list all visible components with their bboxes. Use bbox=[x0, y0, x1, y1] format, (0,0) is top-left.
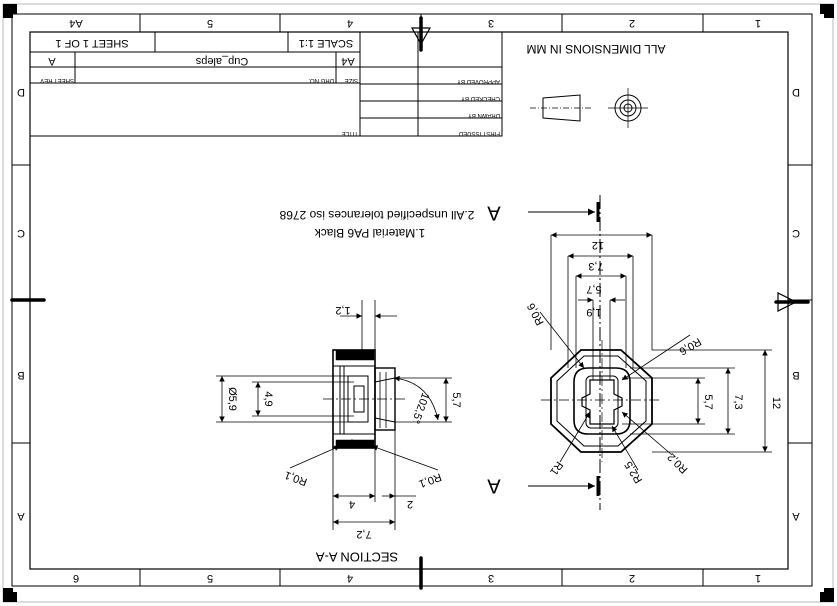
dim-label: 4,9 bbox=[262, 391, 274, 406]
drawing-name: Cup_aleps bbox=[195, 55, 248, 67]
size-label: SIZE bbox=[345, 77, 358, 83]
dim-label: 7,3 bbox=[588, 260, 603, 272]
zone-label: 1 bbox=[755, 572, 761, 584]
dim-label: 1,2 bbox=[335, 304, 350, 316]
revision-value: A bbox=[48, 55, 56, 67]
zone-label: A bbox=[17, 510, 25, 522]
zone-label: 4 bbox=[347, 572, 353, 584]
zone-label: 2 bbox=[629, 17, 635, 29]
section-letter-bottom: A bbox=[487, 475, 501, 497]
zone-label: C bbox=[792, 227, 800, 239]
zone-label: 5 bbox=[207, 17, 213, 29]
drawn-by-label: DRAWN BY bbox=[468, 112, 500, 118]
sheet-rev-label: SHEET REV bbox=[40, 77, 74, 83]
dim-label: 5,7 bbox=[586, 283, 601, 295]
dim-label: 7,2 bbox=[356, 528, 371, 540]
section-view-dimensions bbox=[216, 300, 452, 530]
dim-label: 5,7 bbox=[702, 394, 714, 409]
zone-label: 3 bbox=[488, 572, 494, 584]
section-title: SECTION A-A bbox=[316, 550, 399, 565]
dim-label: 2 bbox=[407, 498, 413, 510]
dim-label: 4 bbox=[349, 498, 355, 510]
zone-label: A4 bbox=[69, 17, 82, 29]
dim-label: 5,7 bbox=[450, 392, 462, 407]
dim-label: 12 bbox=[770, 397, 782, 409]
zone-label: C bbox=[17, 227, 25, 239]
note-tolerances: 2.All unspecified tolerances iso 2768 bbox=[279, 208, 474, 222]
section-view bbox=[323, 349, 406, 449]
zone-ticks bbox=[12, 14, 812, 586]
dim-label: Ø5,9 bbox=[226, 387, 238, 411]
dim-label: 12 bbox=[592, 239, 604, 251]
front-view bbox=[541, 340, 662, 462]
size-value: A4 bbox=[341, 55, 354, 67]
zone-labels-right: D C B A bbox=[792, 86, 800, 522]
zone-labels-bottom: 6 5 4 3 2 1 bbox=[73, 572, 761, 584]
checked-by-label: CHECKED BY bbox=[461, 95, 500, 101]
zone-label: 2 bbox=[629, 572, 635, 584]
zone-label: 4 bbox=[347, 17, 353, 29]
zone-label: 1 bbox=[755, 17, 761, 29]
units-note: ALL DIMENSIONS IN MM bbox=[527, 42, 666, 56]
front-view-dimensions bbox=[539, 232, 772, 471]
sheet-count: SHEET 1 OF 1 bbox=[55, 37, 128, 49]
title-block: SHEET 1 OF 1 SCALE 1:1 A Cup_aleps A4 SH… bbox=[29, 31, 666, 137]
title-label: TITLE bbox=[342, 130, 358, 136]
dim-label: 7,3 bbox=[732, 394, 744, 409]
drg-no-label: DRG NO. bbox=[308, 77, 334, 83]
corner-marks bbox=[3, 4, 834, 602]
zone-labels-top: A4 5 4 3 2 1 bbox=[69, 17, 761, 29]
note-material: 1.Material PA6 Black bbox=[314, 226, 425, 240]
zone-label: B bbox=[17, 369, 24, 381]
zone-label: D bbox=[17, 86, 25, 98]
zone-label: D bbox=[792, 86, 800, 98]
zone-labels-left: D C B A bbox=[17, 86, 25, 522]
first-issued-label: FIRST ISSUED bbox=[458, 130, 500, 136]
dim-label: 1,9 bbox=[586, 306, 601, 318]
section-letter-top: A bbox=[487, 202, 501, 224]
zone-label: 3 bbox=[488, 17, 494, 29]
zone-label: A bbox=[792, 510, 800, 522]
scale-label: SCALE 1:1 bbox=[299, 37, 353, 49]
section-cut-line bbox=[528, 195, 601, 510]
projection-symbol bbox=[530, 88, 648, 128]
sheet-outer-edge bbox=[2, 3, 834, 603]
zone-label: 6 bbox=[73, 572, 79, 584]
zone-label: B bbox=[792, 369, 799, 381]
approved-by-label: APPROVED BY bbox=[457, 78, 500, 84]
zone-label: 5 bbox=[207, 572, 213, 584]
orientation-arrow-right bbox=[777, 292, 798, 312]
